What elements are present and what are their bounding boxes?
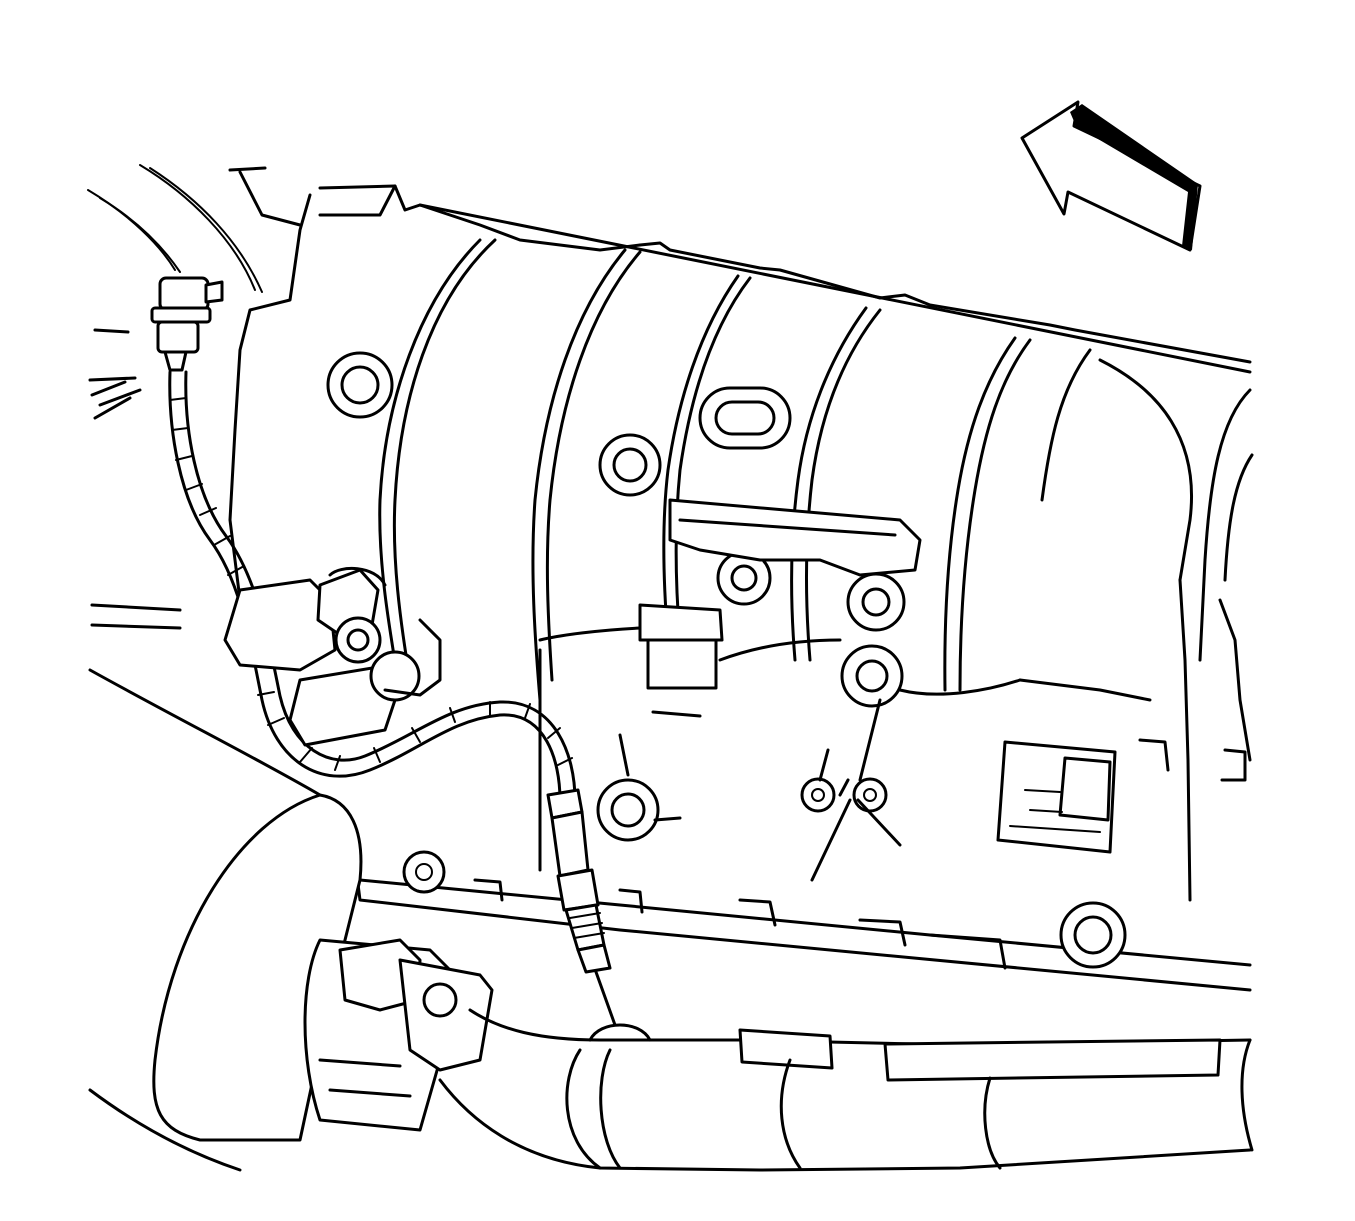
identification-label — [996, 738, 1247, 854]
left-bracket-and-harness — [87, 164, 302, 630]
harness-connector — [150, 276, 224, 372]
bolt-bosses — [326, 351, 1127, 969]
exhaust-pipe-rear — [438, 1008, 1254, 1172]
direction-arrow-icon — [1020, 100, 1202, 252]
exhaust-clamp — [303, 938, 494, 1132]
oxygen-sensor — [546, 788, 617, 1027]
case-clips — [618, 698, 902, 882]
range-selector-plate — [638, 498, 922, 690]
left-sensor-assembly — [223, 566, 442, 747]
oval-port — [698, 386, 792, 450]
pan-flange — [473, 878, 1007, 970]
